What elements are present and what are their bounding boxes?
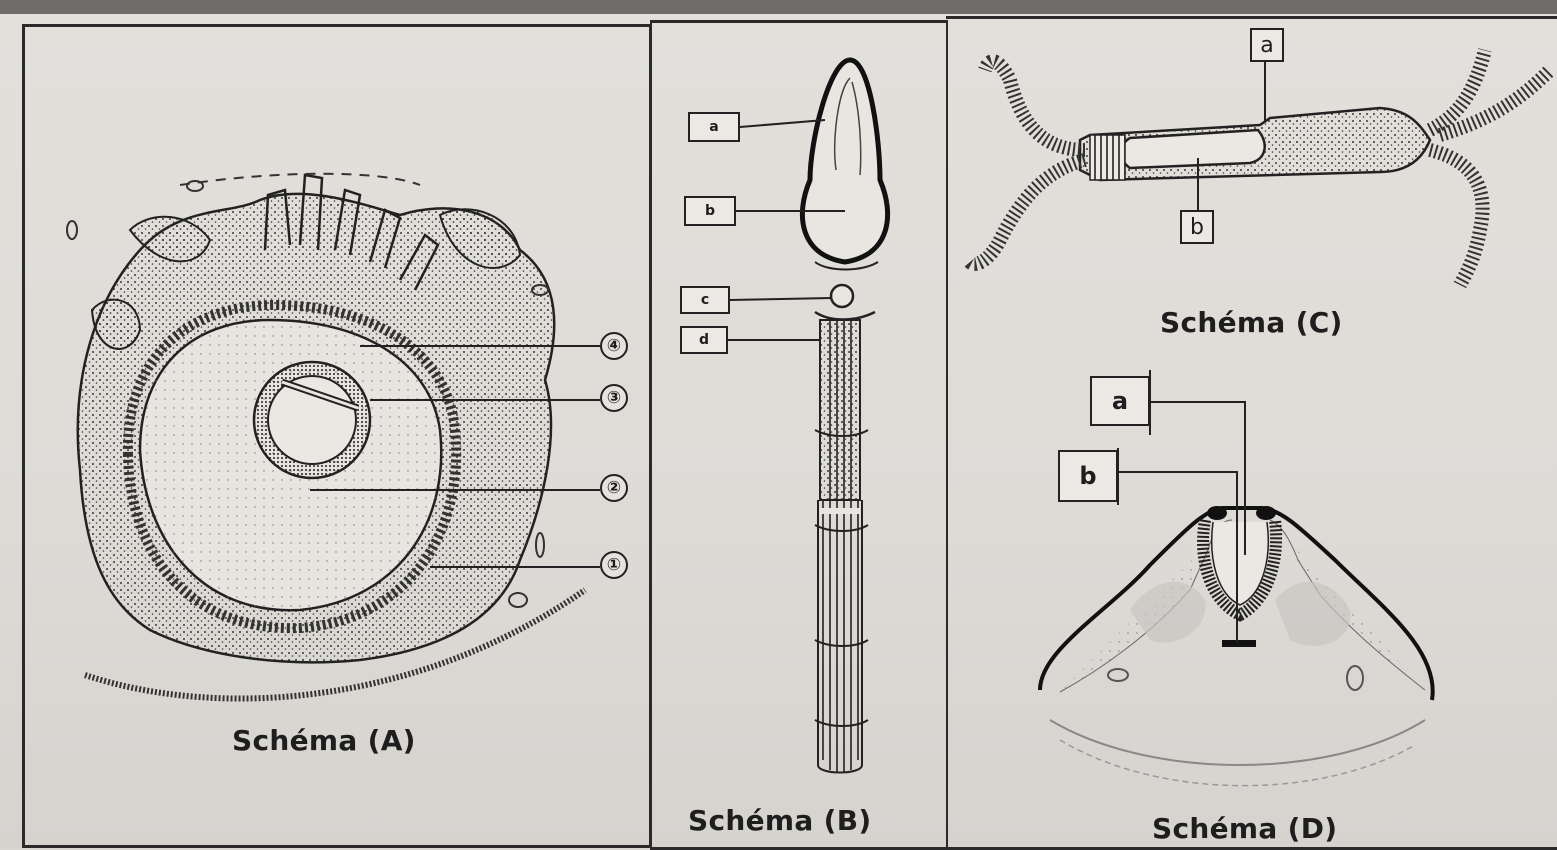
label-b-a: a	[688, 112, 740, 142]
follicle-drawing	[67, 174, 600, 699]
label-c-a: a	[1250, 28, 1284, 62]
schema-c-drawing	[970, 50, 1550, 285]
caption-schema-b: Schéma (B)	[688, 804, 871, 837]
label-1: ①	[600, 551, 628, 579]
label-b-d: d	[680, 326, 728, 354]
caption-schema-a: Schéma (A)	[232, 724, 416, 757]
label-d-b: b	[1058, 450, 1118, 502]
label-b-c: c	[680, 286, 730, 314]
label-d-a: a	[1090, 376, 1150, 426]
caption-schema-c: Schéma (C)	[1160, 306, 1343, 339]
label-2: ②	[600, 474, 628, 502]
sperm-drawing	[727, 60, 888, 773]
label-3: ③	[600, 384, 628, 412]
label-4: ④	[600, 332, 628, 360]
label-c-b: b	[1180, 210, 1214, 244]
caption-schema-d: Schéma (D)	[1152, 812, 1337, 845]
label-b-b: b	[684, 196, 736, 226]
schema-d-drawing	[1040, 370, 1433, 786]
